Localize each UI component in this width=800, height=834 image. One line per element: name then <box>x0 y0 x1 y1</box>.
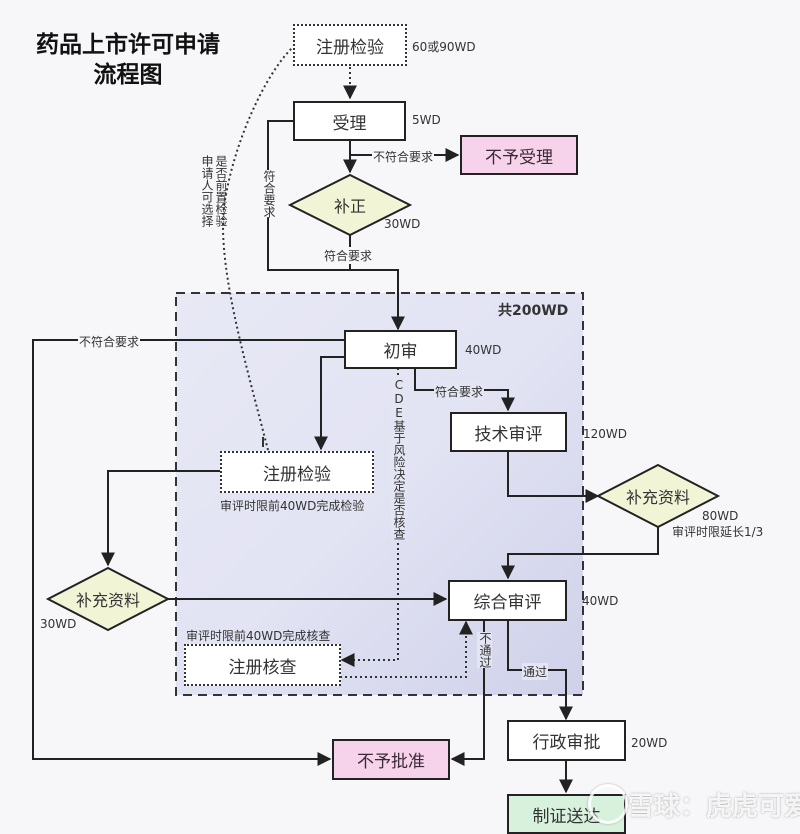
node-technical-review-label: 技术审评 <box>474 424 543 445</box>
watermark-logo-icon <box>588 784 628 824</box>
node-registration-check-label: 注册核查 <box>228 657 297 678</box>
node-comprehensive-review-label: 综合审评 <box>473 593 542 613</box>
node-administrative-approval-label: 行政审批 <box>532 733 601 753</box>
edge-label-acceptance-pass: 符合要求 <box>261 170 276 218</box>
title-line-1: 药品上市许可申请 <box>36 32 220 58</box>
node-inner-inspection[interactable]: 注册检验 <box>220 451 374 493</box>
node-not-accepted-label: 不予受理 <box>485 147 553 168</box>
edge-label-comprehensive-pass: 通过 <box>522 663 549 680</box>
node-inner-inspection-label: 注册检验 <box>263 464 331 485</box>
correction-diamond <box>287 173 413 237</box>
node-administrative-approval[interactable]: 行政审批 <box>507 720 626 761</box>
supplement-right-note: 审评时限延长1/3 <box>672 525 764 539</box>
node-comprehensive-review[interactable]: 综合审评 <box>448 580 567 621</box>
node-correction-label: 补正 <box>333 197 366 216</box>
node-not-approved-label: 不予批准 <box>357 752 425 772</box>
supplement-right-diamond <box>595 463 721 529</box>
edge-prelim-to-inspection <box>314 356 344 451</box>
edge-optional-preinspection <box>222 47 293 451</box>
node-not-accepted[interactable]: 不予受理 <box>460 135 578 175</box>
edge-label-prelim-fail: 不符合要求 <box>78 333 141 350</box>
acceptance-duration: 5WD <box>412 113 441 127</box>
administrative-approval-duration: 20WD <box>631 736 668 750</box>
annotation-applicant-option-col1: 申请人可选择 <box>200 155 214 227</box>
node-not-approved[interactable]: 不予批准 <box>332 739 450 780</box>
edge-inspection-to-supplement <box>101 470 220 567</box>
node-pre-inspection-label: 注册检验 <box>316 37 384 58</box>
edge-label-prelim-pass: 符合要求 <box>434 383 485 400</box>
watermark: 雪球：虎虎可爱 <box>628 792 800 822</box>
supplement-right-duration: 80WD <box>702 509 739 523</box>
registration-check-note: 审评时限前40WD完成核查 <box>186 629 331 643</box>
edge-label-comprehensive-fail: 不通过 <box>477 632 492 668</box>
node-supplement-right-label: 补充资料 <box>625 488 690 507</box>
comprehensive-review-duration: 40WD <box>582 594 619 608</box>
node-acceptance[interactable]: 受理 <box>293 101 406 141</box>
supplement-left-duration: 30WD <box>40 617 77 631</box>
preliminary-review-duration: 40WD <box>465 343 502 357</box>
edge-technical-to-supplement <box>507 452 600 503</box>
annotation-cde-risk: CDE基于风险决定是否核查 <box>391 378 406 540</box>
correction-duration: 30WD <box>384 217 421 231</box>
technical-review-duration: 120WD <box>583 427 628 441</box>
title-line-2: 流程图 <box>93 62 163 88</box>
node-registration-check[interactable]: 注册核查 <box>184 644 341 686</box>
node-correction[interactable]: 补正 <box>300 190 400 220</box>
edge-label-acceptance-fail: 不符合要求 <box>372 148 435 165</box>
node-pre-inspection[interactable]: 注册检验 <box>293 24 407 66</box>
node-acceptance-label: 受理 <box>332 113 367 134</box>
pre-inspection-duration: 60或90WD <box>412 40 476 54</box>
edge-supplement-to-comprehensive <box>501 527 659 580</box>
edge-prelim-fail <box>32 339 344 766</box>
edge-label-correction-pass: 符合要求 <box>323 247 374 264</box>
node-technical-review[interactable]: 技术审评 <box>450 412 567 452</box>
annotation-applicant-option-col2: 是否前置检验 <box>214 155 228 227</box>
supplement-left-diamond <box>45 566 171 632</box>
node-supplement-left[interactable]: 补充资料 <box>58 585 158 613</box>
edge-check-to-comprehensive <box>340 620 473 678</box>
node-supplement-right[interactable]: 补充资料 <box>608 482 708 510</box>
node-preliminary-review-label: 初审 <box>383 342 418 362</box>
page-title: 药品上市许可申请 流程图 <box>28 30 228 90</box>
inner-inspection-note: 审评时限前40WD完成检验 <box>220 499 365 513</box>
node-supplement-left-label: 补充资料 <box>75 591 140 610</box>
region-total-label: 共200WD <box>498 303 569 319</box>
node-preliminary-review[interactable]: 初审 <box>344 330 457 369</box>
edge-cde-risk-to-check <box>340 368 399 667</box>
node-certificate-delivery-label: 制证送达 <box>532 806 601 827</box>
